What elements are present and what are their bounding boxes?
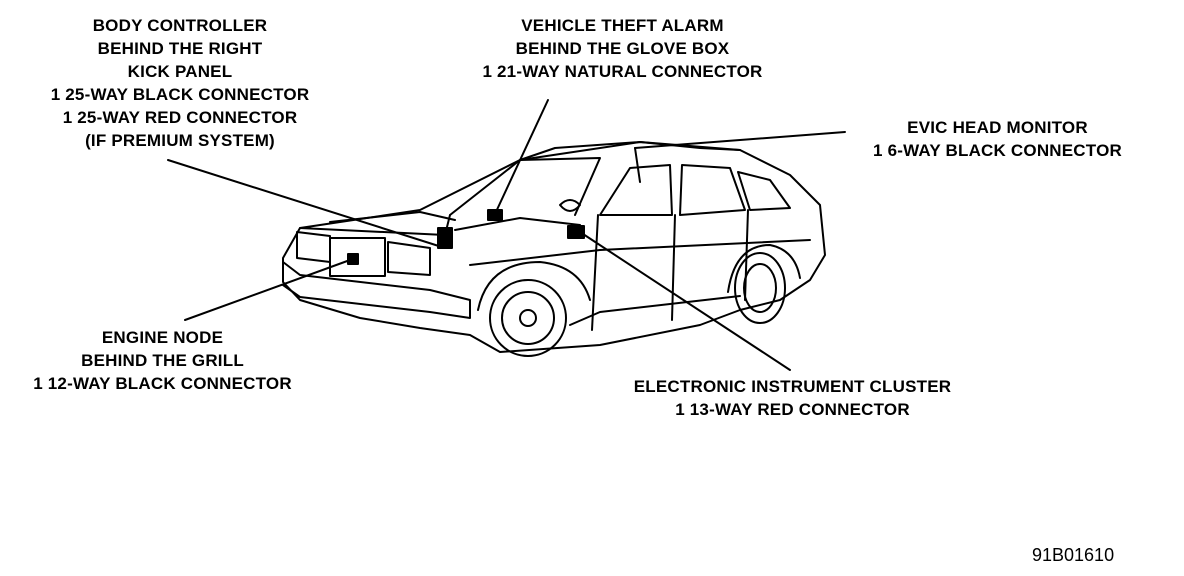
left-headlight [296, 231, 331, 263]
windshield [449, 157, 601, 216]
steering-wheel [559, 199, 581, 212]
door-seam-quarter [744, 209, 749, 301]
grill-module [347, 253, 359, 265]
callout-line: BODY CONTROLLER [92, 16, 268, 35]
front-bumper [282, 261, 471, 319]
figure-code: 91B01610 [1032, 545, 1115, 565]
door-seam [591, 214, 599, 331]
callout-line: EVIC HEAD MONITOR [907, 118, 1088, 137]
rear-wheel-arch [727, 244, 801, 293]
cluster-module [567, 225, 585, 239]
leader-theft-alarm [494, 99, 549, 215]
callout-line: BEHIND THE GLOVE BOX [515, 39, 730, 58]
callout-evic-monitor: EVIC HEAD MONITOR 1 6-WAY BLACK CONNECTO… [845, 116, 1150, 162]
right-headlight [387, 241, 431, 276]
car-roof [519, 141, 741, 161]
callout-line: ENGINE NODE [101, 328, 224, 347]
callout-line: 1 25-WAY BLACK CONNECTOR [50, 85, 310, 104]
dashboard [454, 217, 581, 231]
callout-line: 1 25-WAY RED CONNECTOR [62, 108, 298, 127]
callout-line: KICK PANEL [127, 62, 233, 81]
leader-body-controller [167, 159, 446, 249]
hood-fold [329, 211, 456, 223]
front-wheel-hub [519, 309, 537, 327]
side-crease [469, 239, 811, 266]
callout-line: ELECTRONIC INSTRUMENT CLUSTER [633, 377, 952, 396]
rear-wheel-rim [743, 263, 777, 313]
callout-body-controller: BODY CONTROLLER BEHIND THE RIGHT KICK PA… [25, 14, 335, 152]
rear-wheel-tire [734, 252, 786, 324]
front-wheel-rim [501, 291, 555, 345]
callout-line: BEHIND THE RIGHT [97, 39, 263, 58]
callout-line: VEHICLE THEFT ALARM [521, 16, 724, 35]
callout-line: 1 12-WAY BLACK CONNECTOR [33, 374, 292, 393]
door-seam-rear [671, 214, 676, 321]
callout-engine-node: ENGINE NODE BEHIND THE GRILL 1 12-WAY BL… [0, 326, 325, 395]
front-wheel-arch [477, 261, 591, 311]
callout-line: (IF PREMIUM SYSTEM) [85, 131, 275, 150]
leader-engine-node [184, 259, 351, 321]
rear-door-window [679, 164, 746, 216]
rocker [569, 295, 741, 326]
callout-line: BEHIND THE GRILL [81, 351, 244, 370]
callout-line: 1 13-WAY RED CONNECTOR [675, 400, 910, 419]
leader-evic-monitor [634, 131, 846, 149]
callout-line: 1 6-WAY BLACK CONNECTOR [873, 141, 1122, 160]
leader-evic-drop [634, 147, 641, 183]
leader-instrument-cluster [579, 231, 791, 371]
quarter-window [737, 171, 791, 211]
callout-line: 1 21-WAY NATURAL CONNECTOR [482, 62, 763, 81]
callout-theft-alarm: VEHICLE THEFT ALARM BEHIND THE GLOVE BOX… [450, 14, 795, 83]
callout-instrument-cluster: ELECTRONIC INSTRUMENT CLUSTER 1 13-WAY R… [600, 375, 985, 421]
kick-panel-module [437, 227, 453, 249]
car-body-outline [282, 141, 826, 353]
front-door-window [599, 164, 673, 216]
front-wheel-tire [489, 279, 567, 357]
